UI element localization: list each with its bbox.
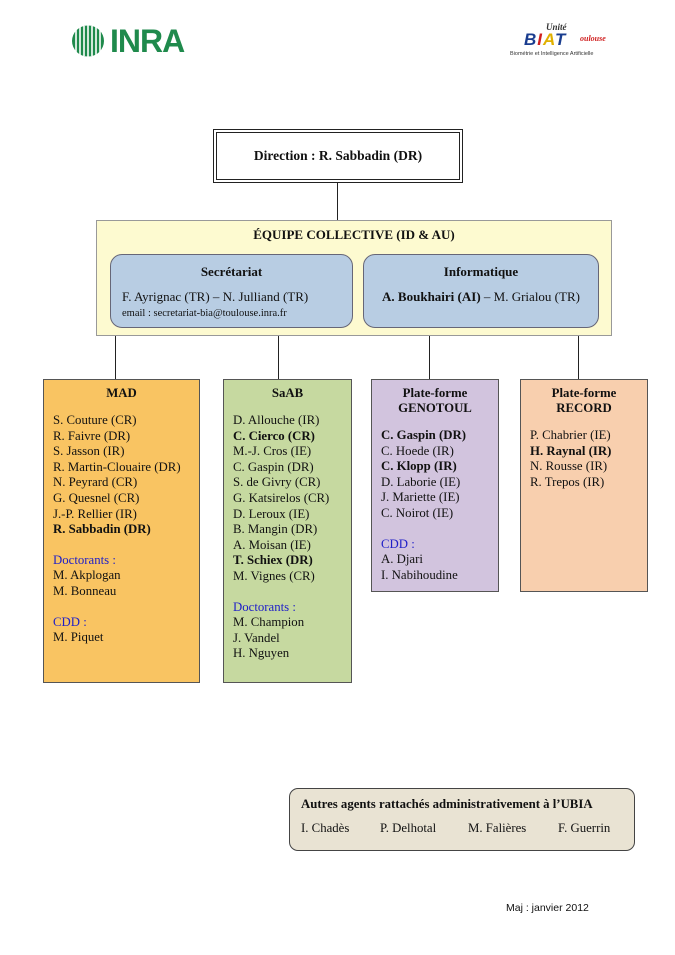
doctorant: M. Champion — [233, 615, 305, 630]
secretariat-email: email : secretariat-bia@toulouse.inra.fr — [122, 308, 287, 319]
informatique-title: Informatique — [443, 264, 519, 279]
team-mad-title: MAD — [106, 386, 137, 400]
member: C. Hoede (IR) — [381, 443, 454, 458]
direction-label: Direction : R. Sabbadin (DR) — [253, 148, 423, 163]
member: S. de Givry (CR) — [233, 475, 321, 490]
connector-mad — [115, 336, 116, 379]
doctorants-label: Doctorants : — [53, 552, 116, 567]
doctorant: J. Vandel — [233, 630, 280, 645]
inra-globe-icon — [72, 25, 104, 57]
member: C. Gaspin (DR) — [233, 459, 314, 474]
autres-agents-box: Autres agents rattachés administrativeme… — [289, 788, 635, 851]
team-mad-box: MAD S. Couture (CR) R. Faivre (DR) S. Ja… — [43, 379, 200, 683]
member: T. Schiex (DR) — [233, 553, 313, 568]
connector-record — [578, 336, 579, 379]
member: N. Peyrard (CR) — [53, 475, 138, 490]
member: R. Faivre (DR) — [53, 428, 131, 443]
member: S. Couture (CR) — [53, 413, 137, 427]
member: J.-P. Rellier (IR) — [53, 506, 137, 521]
team-saab-box: SaAB D. Allouche (IR) C. Cierco (CR) M.-… — [223, 379, 352, 683]
member: R. Sabbadin (DR) — [53, 522, 151, 537]
member: M.-J. Cros (IE) — [233, 444, 312, 459]
member: G. Katsirelos (CR) — [233, 490, 330, 505]
direction-box: Direction : R. Sabbadin (DR) — [213, 129, 463, 183]
informatique-member-bold: A. Boukhairi (AI) — [382, 289, 481, 304]
member: M. Vignes (CR) — [233, 568, 315, 583]
team-mad-list: S. Couture (CR) R. Faivre (DR) S. Jasson… — [44, 413, 199, 646]
member: P. Chabrier (IE) — [530, 428, 611, 442]
autres-agent-name: M. Falières — [468, 821, 527, 835]
team-record-box: Plate-forme RECORD P. Chabrier (IE) H. R… — [520, 379, 648, 592]
biat-wordmark: BIAT — [524, 30, 567, 49]
secretariat-title: Secrétariat — [200, 264, 263, 279]
team-saab-title: SaAB — [271, 386, 304, 400]
doctorant: H. Nguyen — [233, 646, 290, 661]
cdd-label: CDD : — [53, 614, 87, 629]
connector-genotoul — [429, 336, 430, 379]
member: C. Klopp (IR) — [381, 459, 457, 474]
inra-wordmark: INRA — [110, 23, 185, 59]
team-genotoul-title-line2: GENOTOUL — [398, 401, 472, 415]
member: D. Allouche (IR) — [233, 413, 320, 427]
team-record-title-line2: RECORD — [556, 401, 612, 415]
informatique-separator: – — [480, 289, 494, 304]
informatique-members: A. Boukhairi (AI) – M. Grialou (TR) — [364, 289, 598, 305]
cdd-label: CDD : — [381, 536, 415, 551]
update-date: Maj : janvier 2012 — [506, 902, 589, 914]
member: N. Rousse (IR) — [530, 459, 608, 474]
member: B. Mangin (DR) — [233, 522, 318, 537]
cdd-member: A. Djari — [381, 552, 423, 567]
cdd-member: I. Nabihoudine — [381, 567, 458, 582]
connector-saab — [278, 336, 279, 379]
biat-unite-label: Unité — [546, 22, 567, 32]
member: C. Noirot (IE) — [381, 505, 454, 520]
informatique-member: M. Grialou (TR) — [493, 289, 580, 304]
connector-direction-equipe — [337, 183, 338, 220]
equipe-collective-box: ÉQUIPE COLLECTIVE (ID & AU) Secrétariat … — [96, 220, 612, 336]
team-genotoul-title: Plate-forme GENOTOUL — [372, 386, 498, 416]
member: J. Mariette (IE) — [381, 490, 460, 505]
member: G. Quesnel (CR) — [53, 490, 140, 505]
member: D. Leroux (IE) — [233, 506, 310, 521]
member: C. Cierco (CR) — [233, 428, 315, 443]
doctorant: M. Akplogan — [53, 568, 121, 583]
biat-logo: Unité BIAT oulouse Biométrie et Intellig… — [510, 22, 620, 62]
secretariat-box: Secrétariat F. Ayrignac (TR) – N. Jullia… — [110, 254, 353, 328]
team-genotoul-list: C. Gaspin (DR) C. Hoede (IR) C. Klopp (I… — [372, 428, 498, 583]
team-genotoul-box: Plate-forme GENOTOUL C. Gaspin (DR) C. H… — [371, 379, 499, 592]
doctorant: M. Bonneau — [53, 583, 117, 598]
autres-agent-name: P. Delhotal — [380, 821, 437, 835]
autres-agents-title: Autres agents rattachés administrativeme… — [301, 797, 593, 811]
member: R. Trepos (IR) — [530, 474, 605, 489]
informatique-box: Informatique A. Boukhairi (AI) – M. Gria… — [363, 254, 599, 328]
member: C. Gaspin (DR) — [381, 428, 466, 442]
autres-agent-name: F. Guerrin — [558, 821, 611, 835]
member: A. Moisan (IE) — [233, 537, 311, 552]
team-genotoul-title-line1: Plate-forme — [402, 386, 468, 400]
equipe-collective-title: ÉQUIPE COLLECTIVE (ID & AU) — [253, 227, 455, 242]
team-saab-list: D. Allouche (IR) C. Cierco (CR) M.-J. Cr… — [224, 413, 351, 662]
cdd-member: M. Piquet — [53, 630, 104, 645]
inra-logo: INRA — [70, 22, 185, 60]
biat-toulouse-label: oulouse — [580, 34, 606, 43]
team-record-title-line1: Plate-forme — [551, 386, 617, 400]
member: R. Martin-Clouaire (DR) — [53, 459, 181, 474]
team-record-list: P. Chabrier (IE) H. Raynal (IR) N. Rouss… — [521, 428, 647, 490]
secretariat-members: F. Ayrignac (TR) – N. Julliand (TR) — [122, 289, 309, 304]
biat-subtitle: Biométrie et Intelligence Artificielle — [510, 51, 594, 57]
doctorants-label: Doctorants : — [233, 599, 296, 614]
team-record-title: Plate-forme RECORD — [521, 386, 647, 416]
member: D. Laborie (IE) — [381, 474, 461, 489]
autres-agent-name: I. Chadès — [301, 821, 350, 835]
member: H. Raynal (IR) — [530, 443, 612, 458]
member: S. Jasson (IR) — [53, 444, 125, 459]
